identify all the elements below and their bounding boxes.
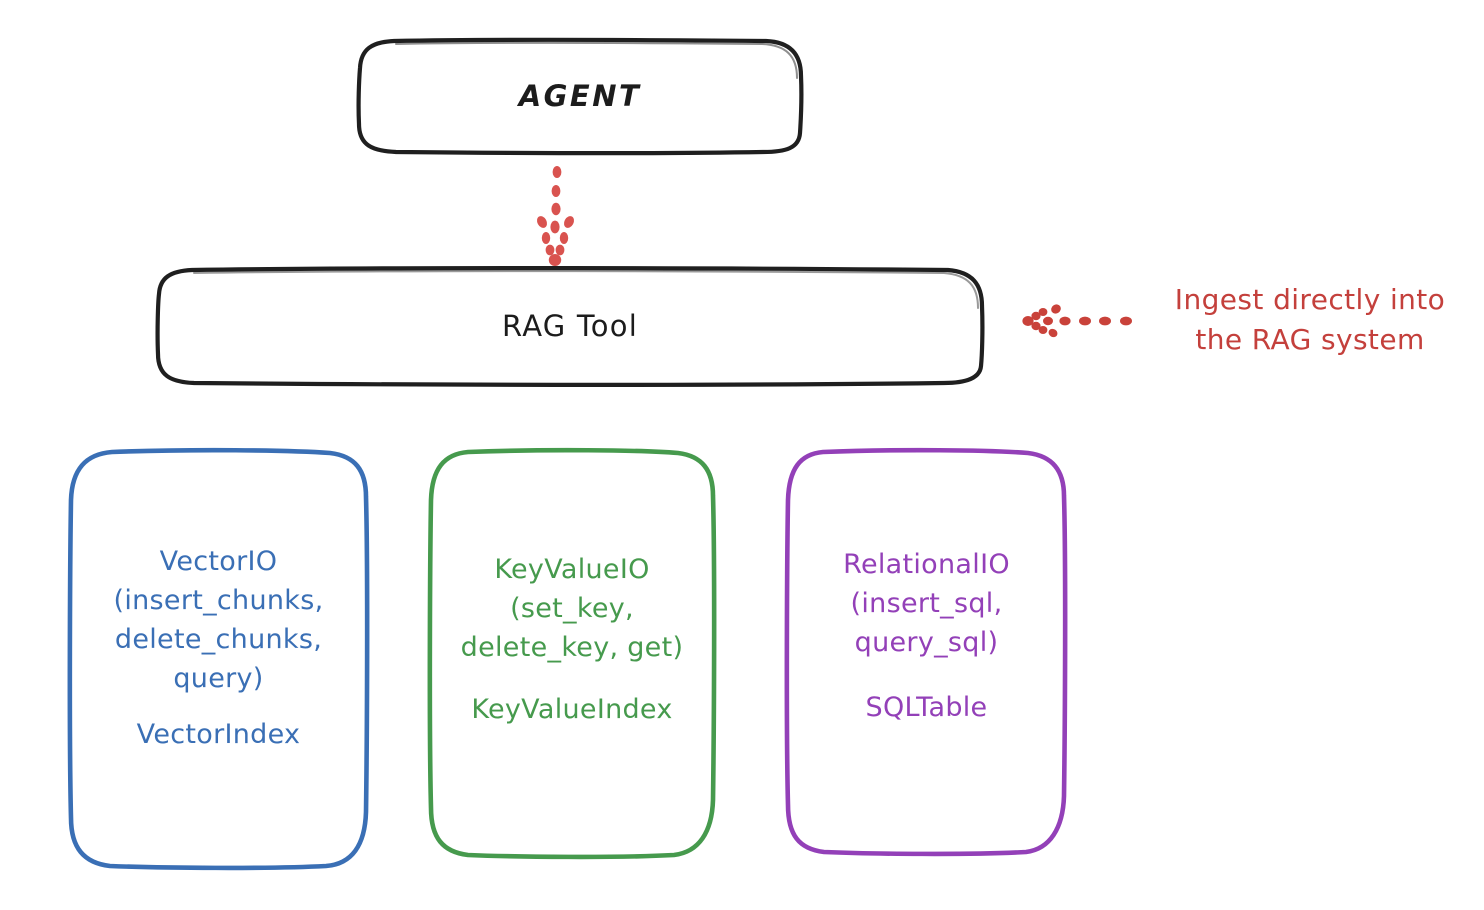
agent-node-label: AGENT <box>518 79 642 114</box>
keyvalue-io-box-outline <box>427 447 717 860</box>
relational-io-node[interactable]: RelationalIO (insert_sql, query_sql) SQL… <box>787 450 1066 853</box>
sql-table-label: SQLTable <box>865 692 988 723</box>
keyvalue-io-methods-label: KeyValueIO (set_key, delete_key, get) <box>460 554 684 663</box>
rag-tool-box-outline <box>155 266 985 387</box>
rag-tool-node-label: RAG Tool <box>502 308 638 343</box>
keyvalue-index-label: KeyValueIndex <box>471 694 673 725</box>
agent-node[interactable]: AGENT <box>358 40 802 153</box>
relational-io-box-outline <box>784 447 1068 857</box>
vector-index-label: VectorIndex <box>136 719 301 750</box>
keyvalue-io-node[interactable]: KeyValueIO (set_key, delete_key, get) Ke… <box>430 450 714 856</box>
agent-box-outline <box>356 37 804 156</box>
vector-io-node[interactable]: VectorIO (insert_chunks, delete_chunks, … <box>70 450 367 868</box>
ingest-annotation-label: Ingest directly into the RAG system <box>1174 283 1446 356</box>
vector-io-methods-label: VectorIO (insert_chunks, delete_chunks, … <box>113 546 324 694</box>
agent-to-rag-arrow <box>537 166 574 266</box>
relational-io-methods-label: RelationalIO (insert_sql, query_sql) <box>843 549 1010 658</box>
rag-tool-node[interactable]: RAG Tool <box>157 269 983 383</box>
ingest-to-rag-arrow <box>1022 304 1132 338</box>
vector-io-box-outline <box>67 447 370 871</box>
